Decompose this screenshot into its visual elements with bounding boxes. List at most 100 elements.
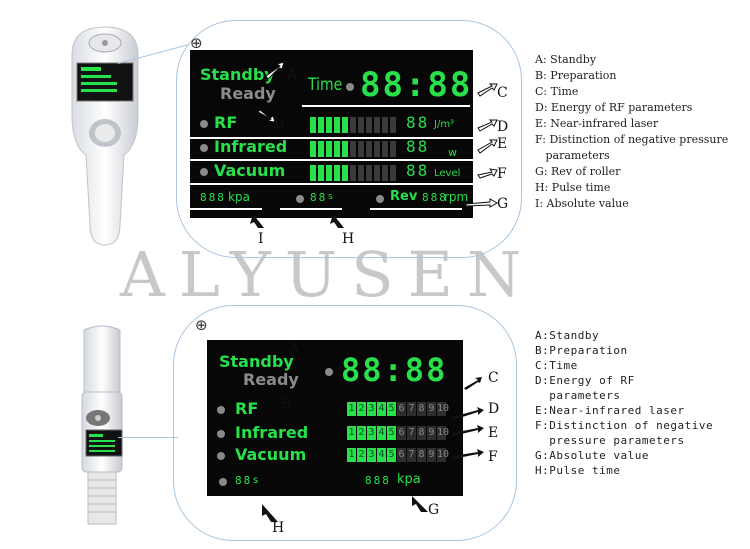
top-line-c (302, 105, 470, 107)
bottom-legend-item: G:Absolute value (535, 449, 649, 462)
top-rf-unit: J/m³ (434, 119, 455, 130)
top-label-d: D (497, 119, 509, 135)
bottom-connector-line (118, 437, 178, 438)
top-rf-label: RF (214, 113, 238, 132)
top-line-g-left (190, 208, 262, 210)
bottom-callout-frame (173, 305, 517, 541)
top-legend-item: G: Rev of roller (535, 165, 621, 178)
top-rev-unit: rpm (444, 190, 469, 204)
bottom-standby-text: Standby (219, 352, 294, 371)
bottom-ready-text: Ready (243, 370, 299, 389)
top-ir-dot (200, 144, 208, 152)
device-bottom-image (74, 322, 130, 532)
bottom-arrows (262, 377, 484, 522)
bottom-legend: A:Standby B:Preparation C:Time D:Energy … (535, 328, 713, 478)
top-rev-digits: 888 (422, 191, 448, 204)
top-legend-item: parameters (535, 149, 610, 162)
top-vac-dot (200, 168, 208, 176)
bottom-legend-item: A:Standby (535, 329, 600, 342)
top-ir-unit: w (448, 146, 457, 159)
bottom-s-unit: s (253, 475, 259, 486)
top-callout-frame (176, 20, 522, 258)
bottom-legend-item: E:Near-infrared laser (535, 404, 685, 417)
top-s-dot (296, 195, 304, 203)
bottom-rf-label: RF (235, 399, 259, 418)
top-line-h (280, 208, 342, 210)
bottom-label-a: A (289, 341, 300, 357)
top-arrows (250, 61, 499, 228)
top-line-e (190, 159, 473, 161)
bottom-clock-digits: 88:88 (341, 351, 448, 389)
bottom-legend-item: F:Distinction of negative (535, 419, 714, 432)
watermark-text: ALYUSEN (120, 238, 536, 311)
top-label-e: E (497, 136, 508, 152)
top-legend: A: Standby B: Preparation C: Time D: Ene… (535, 52, 728, 212)
top-legend-item: H: Pulse time (535, 181, 611, 194)
top-rf-digits: 88 (406, 113, 430, 132)
top-kpa-unit: kpa (228, 190, 250, 204)
bottom-label-e: E (488, 425, 499, 441)
bottom-legend-item: parameters (535, 389, 621, 402)
top-rf-bars (310, 117, 396, 133)
top-time-dot (346, 83, 354, 91)
top-ir-digits: 88 (406, 137, 430, 156)
top-lcd-screen: Standby Ready Time 88:88 RF 88 J/m³ Infr… (190, 50, 473, 218)
top-kpa-digits: 888 (200, 191, 226, 204)
device-top-image (64, 25, 146, 247)
bottom-label-b: B (281, 396, 292, 412)
top-legend-item: E: Near-infrared laser (535, 117, 659, 130)
bottom-legend-item: B:Preparation (535, 344, 628, 357)
top-ir-bars (310, 141, 396, 157)
top-label-h: H (342, 231, 355, 247)
bottom-s-digits: 88 (235, 474, 253, 487)
bottom-label-g: G (428, 502, 440, 518)
top-legend-item: F: Distinction of negative pressure (535, 133, 729, 146)
top-time-label: Time (308, 75, 343, 95)
top-legend-item: C: Time (535, 85, 579, 98)
top-legend-item: A: Standby (535, 53, 597, 66)
top-rf-dot (200, 120, 208, 128)
top-line-f (190, 183, 473, 185)
top-label-b: B (274, 116, 285, 132)
top-label-f: F (497, 166, 507, 182)
top-label-i: I (258, 231, 264, 247)
top-infrared-label: Infrared (214, 137, 288, 156)
top-rev-label: Rev (390, 189, 418, 204)
bottom-vac-dot (217, 452, 225, 460)
bottom-kpa-digits: 888 (365, 474, 391, 487)
top-rev-dot (376, 195, 384, 203)
top-clock-digits: 88:88 (360, 65, 473, 105)
bottom-legend-item: H:Pulse time (535, 464, 621, 477)
top-line-g-right (370, 208, 462, 210)
bottom-legend-item: C:Time (535, 359, 578, 372)
bottom-vacuum-label: Vacuum (235, 445, 307, 464)
top-line-d (190, 137, 473, 139)
zoom-icon: ⊕ (190, 34, 203, 52)
top-label-c: C (497, 85, 508, 101)
bottom-infrared-label: Infrared (235, 423, 309, 442)
top-legend-item: D: Energy of RF parameters (535, 101, 693, 114)
bottom-label-c: C (488, 370, 499, 386)
top-standby-text: Standby (200, 65, 275, 84)
top-s-digits: 88 (310, 191, 328, 204)
top-vac-digits: 88 (406, 161, 430, 180)
bottom-kpa-unit: kpa (397, 472, 421, 487)
top-s-unit: s (328, 192, 333, 202)
top-vac-bars (310, 165, 396, 181)
zoom-icon-bottom: ⊕ (195, 316, 208, 334)
top-legend-item: I: Absolute value (535, 197, 629, 210)
top-label-g: G (497, 196, 509, 212)
top-vacuum-label: Vacuum (214, 161, 286, 180)
bottom-legend-item: D:Energy of RF (535, 374, 635, 387)
top-ready-text: Ready (220, 84, 276, 103)
top-label-a: A (287, 67, 298, 83)
bottom-legend-item: pressure parameters (535, 434, 685, 447)
bottom-label-d: D (488, 401, 500, 417)
bottom-ir-dot (217, 430, 225, 438)
bottom-time-dot (325, 368, 333, 376)
bottom-label-h: H (272, 520, 285, 536)
